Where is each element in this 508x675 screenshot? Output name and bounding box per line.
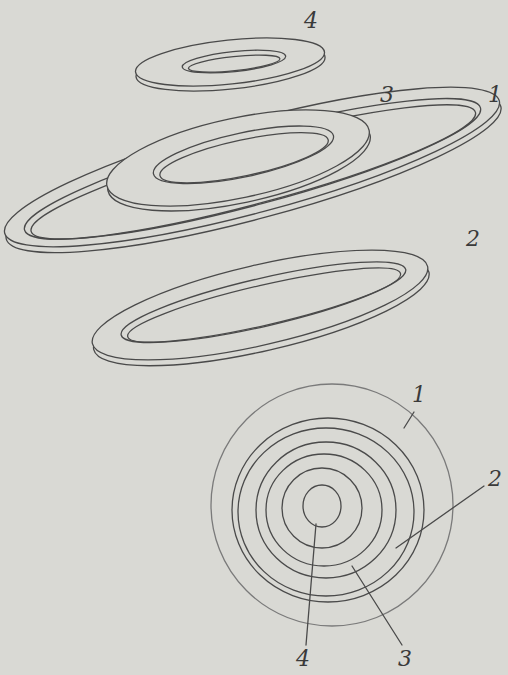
ring-three (99, 91, 379, 230)
label-slot: 1 (412, 384, 426, 406)
callout-number: 3 (380, 84, 394, 106)
label-slot: 1 (488, 84, 502, 106)
ring-four (133, 30, 327, 99)
callout-number: 2 (466, 228, 480, 250)
callout-number: 1 (488, 84, 502, 106)
label-slot: 3 (398, 648, 412, 670)
label-slot: 2 (466, 228, 480, 250)
callout-number: 4 (304, 10, 318, 32)
callout-number: 1 (412, 384, 426, 406)
callout-number: 4 (296, 648, 310, 670)
top-view (211, 384, 453, 626)
callout-number: 3 (398, 648, 412, 670)
callout-number: 2 (488, 468, 502, 490)
label-slot: 2 (488, 468, 502, 490)
label-slot: 4 (296, 648, 310, 670)
label-slot: 3 (380, 84, 394, 106)
label-slot: 4 (304, 10, 318, 32)
leader-lines (306, 412, 484, 645)
ring-two (83, 227, 438, 388)
ring-one (0, 56, 508, 283)
